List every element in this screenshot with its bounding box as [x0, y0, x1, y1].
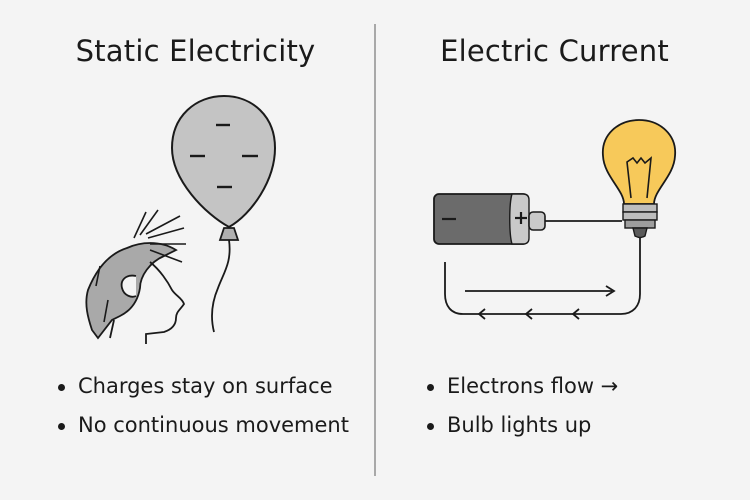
battery-icon [433, 193, 546, 245]
battery-positive-icon [515, 212, 527, 224]
balloon-icon [170, 94, 277, 333]
panel-divider [374, 24, 376, 476]
static-electricity-panel: Static Electricity [58, 34, 349, 445]
bullet-item: No continuous movement [58, 406, 349, 445]
child-head-icon [85, 209, 186, 344]
electric-current-bullets: Electrons flow → Bulb lights up [427, 367, 618, 445]
bullet-item: Charges stay on surface [58, 367, 349, 406]
electric-current-title: Electric Current [440, 34, 669, 68]
bullet-item: Electrons flow → [427, 367, 618, 406]
static-electricity-title: Static Electricity [75, 34, 316, 68]
bullet-item: Bulb lights up [427, 406, 618, 445]
negative-charge-icons [190, 123, 258, 189]
light-bulb-icon [602, 119, 676, 239]
balloon-child-illustration [85, 94, 277, 344]
circuit-illustration [433, 119, 676, 320]
electric-current-panel: Electric Current [375, 0, 750, 500]
circuit-wire [444, 220, 641, 320]
static-electricity-bullets: Charges stay on surface No continuous mo… [58, 367, 349, 445]
